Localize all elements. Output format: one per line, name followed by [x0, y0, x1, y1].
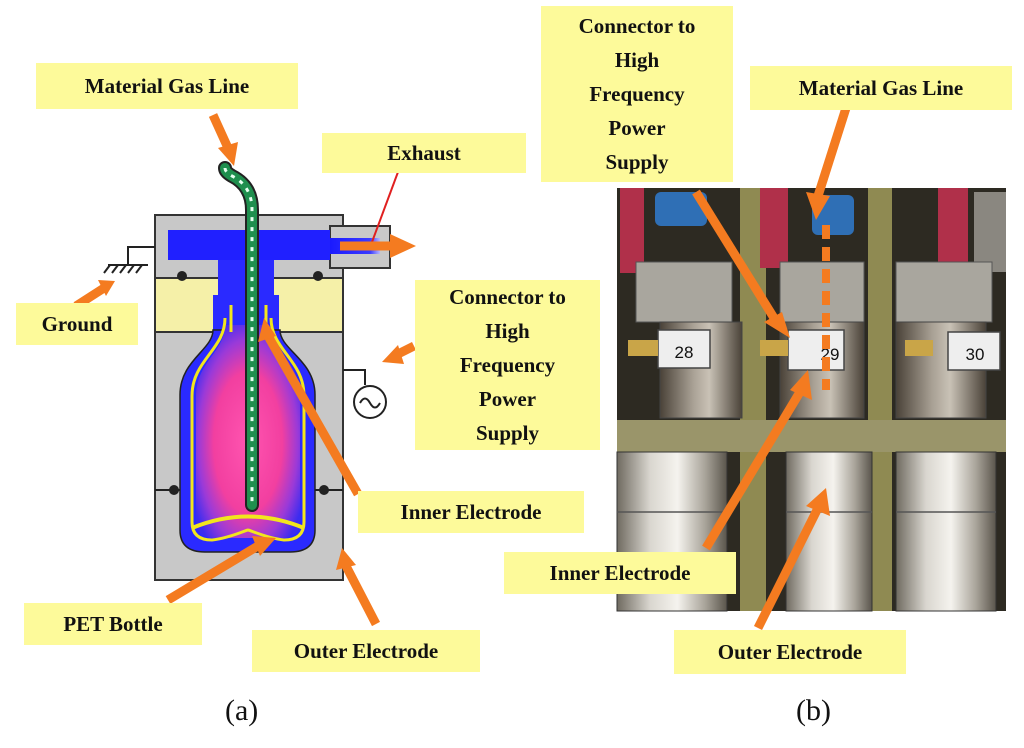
bottle-base: [191, 514, 305, 530]
caption-b: (b): [796, 694, 831, 727]
arrow-gas-line: [208, 113, 233, 150]
panel-b-arrows: [692, 106, 851, 631]
arrow-pet-bottle: [165, 542, 261, 604]
label-a-ground: Ground: [16, 303, 138, 345]
arrow-b-connector: [692, 189, 778, 321]
caption-a: (a): [225, 694, 259, 727]
arrow-b-inner-electrode: [702, 389, 804, 551]
label-b-connector: Connector to High Frequency Power Supply: [541, 6, 733, 182]
station-number-28: 28: [675, 343, 694, 362]
arrow-outer-electrode: [342, 563, 380, 627]
arrow-b-outer-electrode: [753, 505, 823, 631]
label-a-pet-bottle: PET Bottle: [24, 603, 202, 645]
rf-source-icon: [343, 369, 387, 419]
label-a-outer-electrode: Outer Electrode: [252, 630, 480, 672]
exhaust-leader: [371, 171, 399, 243]
ground-symbol: [103, 246, 155, 274]
label-a-connector: Connector to High Frequency Power Supply: [415, 280, 600, 450]
panel-a-arrows: [73, 113, 417, 627]
electrode-housings: [635, 261, 993, 323]
label-b-inner-electrode: Inner Electrode: [504, 552, 736, 594]
label-b-material-gas-line: Material Gas Line: [750, 66, 1012, 110]
gas-line-pipe: [218, 161, 259, 512]
label-b-outer-electrode: Outer Electrode: [674, 630, 906, 674]
label-a-exhaust: Exhaust: [322, 133, 526, 173]
arrow-b-gas-line: [813, 106, 851, 198]
station-number-30: 30: [966, 345, 985, 364]
brass-fittings: [628, 340, 933, 356]
arrow-inner-electrode: [264, 333, 362, 497]
label-a-inner-electrode: Inner Electrode: [358, 491, 584, 533]
label-a-material-gas-line: Material Gas Line: [36, 63, 298, 109]
